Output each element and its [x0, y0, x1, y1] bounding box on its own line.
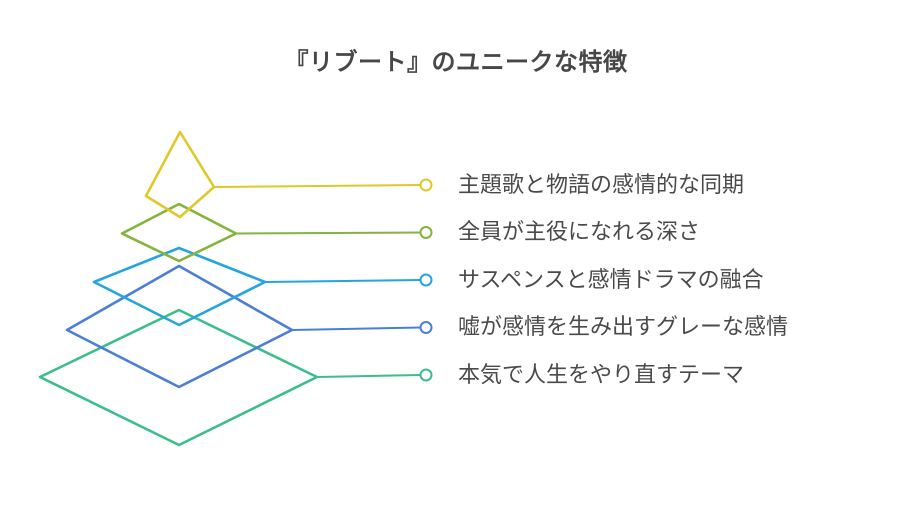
feature-label-3: サスペンスと感情ドラマの融合: [458, 267, 764, 292]
page-title: 『リブート』のユニークな特徴: [284, 49, 628, 76]
diamond-shape-5: [38, 308, 319, 447]
diamond-layer-5: [38, 308, 433, 447]
feature-label-1: 主題歌と物語の感情的な同期: [458, 172, 745, 197]
node-circle-3: [419, 273, 433, 287]
diamond-layer-4: [65, 264, 433, 389]
node-circle-1: [419, 178, 433, 192]
connector-line-5: [316, 374, 422, 378]
connector-line-2: [235, 231, 422, 235]
connector-line-1: [213, 184, 422, 188]
feature-label-5: 本気で人生をやり直すテーマ: [458, 362, 745, 387]
diamond-shape-1: [144, 130, 216, 219]
feature-label-4: 嘘が感情を生み出すグレーな感情: [458, 314, 789, 339]
diamond-shape-2: [120, 202, 238, 263]
node-circle-5: [419, 368, 433, 382]
connector-line-3: [264, 279, 422, 283]
diamond-layer-2: [120, 202, 433, 263]
feature-label-2: 全員が主役になれる深さ: [458, 219, 701, 244]
connector-line-4: [291, 326, 422, 331]
node-circle-4: [419, 321, 433, 334]
diamond-shape-4: [65, 264, 294, 389]
node-circle-2: [419, 226, 433, 239]
diamond-shape-3: [92, 246, 267, 327]
diamond-layer-3: [92, 246, 433, 327]
diamond-layer-1: [144, 130, 433, 219]
